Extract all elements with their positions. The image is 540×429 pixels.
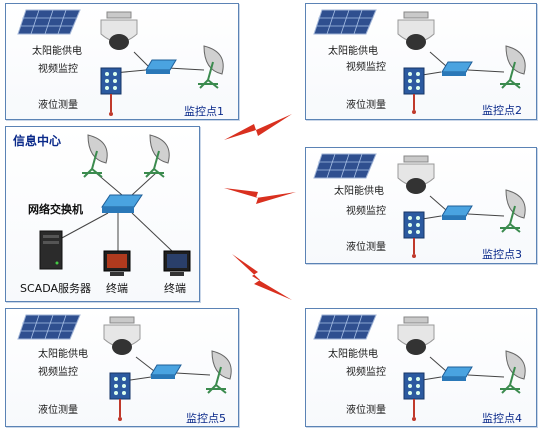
solar-panel-icon: [313, 153, 377, 179]
dome-camera-icon: [397, 155, 435, 194]
site-3-graphics: [313, 153, 526, 258]
site-5-graphics: [17, 314, 232, 421]
info-center-title: 信息中心: [13, 134, 62, 148]
info-center-graphics: [39, 134, 191, 276]
site-1-solar-label: 太阳能供电: [32, 46, 82, 57]
site-3-level-label: 液位测量: [346, 242, 386, 253]
site-5-video-label: 视频监控: [38, 367, 78, 378]
io-module-icon: [403, 67, 425, 114]
server-icon: [39, 230, 63, 270]
network-switch-icon: [441, 61, 473, 76]
network-switch-icon: [101, 194, 143, 213]
site-1-level-label: 液位测量: [38, 100, 78, 111]
io-module-icon: [403, 372, 425, 421]
site-4-graphics: [313, 314, 526, 421]
satellite-dish-icon: [500, 45, 526, 89]
io-module-icon: [403, 211, 425, 258]
site-2-level-label: 液位测量: [346, 100, 386, 111]
terminal-icon: [163, 250, 191, 276]
site-panel-4: 太阳能供电 视频监控 液位测量 监控点4: [305, 308, 537, 427]
network-switch-icon: [441, 205, 473, 220]
site-4-level-label: 液位测量: [346, 405, 386, 416]
satellite-dish-icon: [198, 45, 224, 89]
site-4-title: 监控点4: [482, 412, 522, 425]
network-switch-icon: [441, 366, 473, 381]
satellite-dish-icon: [500, 350, 526, 394]
dome-camera-icon: [103, 316, 141, 355]
site-4-solar-label: 太阳能供电: [328, 349, 378, 360]
solar-panel-icon: [313, 314, 377, 340]
site-3-solar-label: 太阳能供电: [334, 186, 384, 197]
site-panel-1: 太阳能供电 视频监控 液位测量 监控点1: [5, 3, 239, 120]
io-module-icon: [109, 372, 131, 421]
site-2-solar-label: 太阳能供电: [328, 46, 378, 57]
dome-camera-icon: [397, 316, 435, 355]
site-3-title: 监控点3: [482, 248, 522, 261]
switch-label: 网络交换机: [28, 203, 83, 216]
site-1-title: 监控点1: [184, 105, 224, 118]
satellite-dish-icon: [500, 189, 526, 233]
site-2-video-label: 视频监控: [346, 62, 386, 73]
site-5-level-label: 液位测量: [38, 405, 78, 416]
solar-panel-icon: [313, 9, 377, 35]
site-5-title: 监控点5: [186, 412, 226, 425]
site-1-video-label: 视频监控: [38, 64, 78, 75]
network-switch-icon: [150, 364, 182, 379]
site-panel-3: 太阳能供电 视频监控 液位测量 监控点3: [305, 147, 537, 264]
terminal-1-label: 终端: [106, 282, 128, 295]
terminal-icon: [103, 250, 131, 276]
site-3-video-label: 视频监控: [346, 206, 386, 217]
network-switch-icon: [145, 59, 177, 74]
info-center-panel: 信息中心 网络交换机 SCADA服务器 终端 终端: [5, 126, 200, 302]
terminal-2-label: 终端: [164, 282, 186, 295]
site-panel-2: 太阳能供电 视频监控 液位测量 监控点2: [305, 3, 537, 120]
site-panel-5: 太阳能供电 视频监控 液位测量 监控点5: [5, 308, 239, 427]
io-module-icon: [100, 67, 122, 116]
lightning-bolt-icon: [232, 254, 292, 300]
site-1-graphics: [17, 9, 224, 116]
solar-panel-icon: [17, 314, 81, 340]
server-label: SCADA服务器: [20, 282, 91, 295]
dome-camera-icon: [100, 11, 138, 50]
site-4-video-label: 视频监控: [346, 367, 386, 378]
site-5-solar-label: 太阳能供电: [38, 349, 88, 360]
satellite-dish-icon: [144, 134, 170, 178]
dome-camera-icon: [397, 11, 435, 50]
site-2-title: 监控点2: [482, 104, 522, 117]
satellite-dish-icon: [82, 134, 108, 178]
satellite-dish-icon: [206, 350, 232, 394]
lightning-bolt-icon: [224, 188, 296, 204]
site-2-graphics: [313, 9, 526, 114]
solar-panel-icon: [17, 9, 81, 35]
